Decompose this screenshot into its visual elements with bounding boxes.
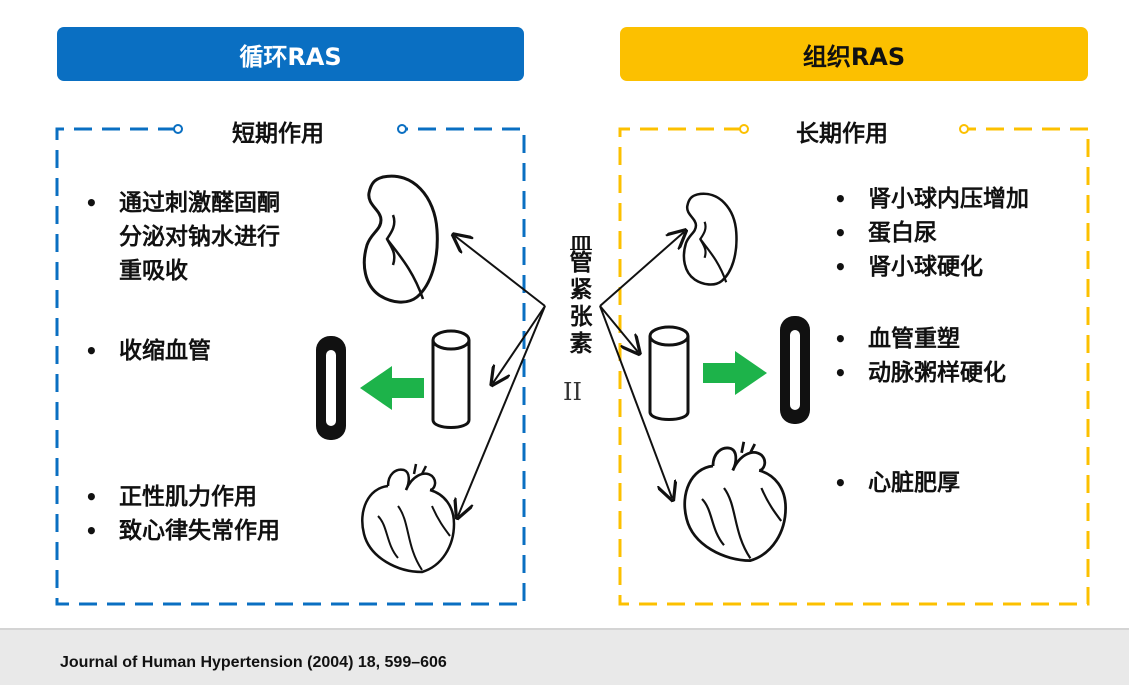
- tissue-ras-title: 组织RAS: [802, 42, 906, 71]
- vessel-icon: [316, 336, 346, 440]
- short-term-label: 短期作用: [232, 121, 324, 147]
- list-item: 蛋白尿: [832, 216, 1029, 250]
- right-bullet-group: 血管重塑 动脉粥样硬化: [832, 322, 1006, 390]
- right-panel-frame: [618, 127, 1090, 606]
- tissue-ras-header: 组织RAS: [620, 27, 1088, 81]
- angiotensin-char: 紧: [569, 277, 593, 303]
- effect-arrows: [455, 232, 684, 516]
- long-term-label: 长期作用: [796, 121, 888, 147]
- angiotensin-char: 管: [569, 250, 593, 276]
- list-item: 肾小球硬化: [832, 250, 1029, 284]
- left-bullet-group: 收缩血管: [83, 334, 211, 368]
- list-item: 正性肌力作用: [83, 480, 280, 514]
- footer-bar: Journal of Human Hypertension (2004) 18,…: [0, 628, 1129, 685]
- left-bullet-group: 通过刺激醛固酮 分泌对钠水进行 重吸收: [83, 186, 280, 288]
- angiotensin-label: 血 管 紧 张 素: [566, 236, 596, 358]
- circulating-ras-header: 循环RAS: [57, 27, 524, 81]
- list-item: 重吸收: [119, 258, 188, 284]
- angiotensin-char: 张: [569, 304, 593, 330]
- kidney-icon: [362, 174, 439, 304]
- right-bullet-group: 肾小球内压增加 蛋白尿 肾小球硬化: [832, 182, 1029, 284]
- list-item: 动脉粥样硬化: [832, 356, 1006, 390]
- right-bullet-group: 心脏肥厚: [832, 466, 960, 500]
- arrow-icon: [360, 366, 424, 410]
- heart-icon: [683, 441, 787, 562]
- left-panel-frame: [55, 127, 526, 606]
- list-item: 肾小球内压增加: [832, 182, 1029, 216]
- citation-text: Journal of Human Hypertension (2004) 18,…: [60, 654, 447, 671]
- kidney-icon: [682, 192, 738, 286]
- vessel-icon: [780, 316, 810, 424]
- vessel-icon: [648, 325, 690, 421]
- list-item: 血管重塑: [832, 322, 1006, 356]
- list-item: 通过刺激醛固酮: [83, 186, 280, 220]
- heart-icon: [361, 463, 456, 574]
- list-item: 心脏肥厚: [832, 466, 960, 500]
- angiotensin-suffix: II: [563, 378, 582, 406]
- circulating-ras-title: 循环RAS: [239, 42, 342, 71]
- angiotensin-char: 血: [569, 236, 593, 250]
- vessel-icon: [431, 329, 471, 429]
- list-item: 分泌对钠水进行: [119, 224, 280, 250]
- list-item: 致心律失常作用: [83, 514, 280, 548]
- angiotensin-char: 素: [569, 331, 593, 357]
- left-bullet-group: 正性肌力作用 致心律失常作用: [83, 480, 280, 548]
- list-item: 收缩血管: [83, 334, 211, 368]
- arrow-icon: [703, 351, 767, 395]
